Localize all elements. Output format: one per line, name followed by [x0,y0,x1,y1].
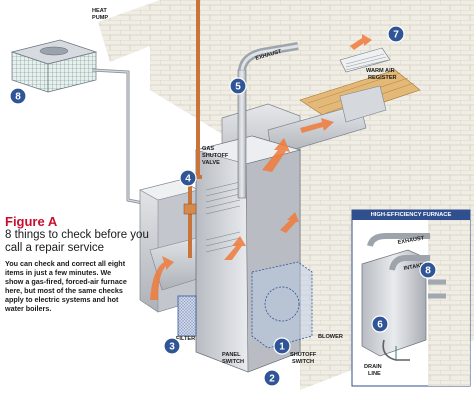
label-inset-exhaust: EXHAUST [397,235,425,246]
marker-4: 4 [179,169,197,187]
label-drain-line-2: LINE [368,371,381,377]
figure-title: Figure A [5,214,58,229]
svg-text:8: 8 [15,92,21,103]
marker-3: 3 [163,337,181,355]
filter [177,295,197,337]
label-inset-intake: INTAKE [403,262,424,271]
airflow-arrows [150,34,372,300]
heat-pump [10,39,98,93]
svg-text:4: 4 [185,174,191,185]
label-panel-switch-2: SWITCH [222,359,244,365]
label-filter: FILTER [176,336,195,342]
label-gas-shutoff-valve-2: SHUTOFF [202,153,229,159]
svg-text:3: 3 [169,342,175,353]
label-panel-switch-1: PANEL [222,352,241,358]
blower-compartment [251,261,313,349]
label-gas-shutoff-valve-3: VALVE [202,160,220,166]
label-heat-pump-2: PUMP [92,15,108,21]
marker-8-inset: 8 [419,261,437,279]
marker-1: 1 [273,337,291,355]
label-shutoff-switch-1: SHUTOFF [290,352,317,358]
numbered-markers: 1 2 3 4 5 6 7 8 8 [9,25,437,387]
marker-7: 7 [387,25,405,43]
svg-text:5: 5 [235,82,241,93]
marker-2: 2 [263,369,281,387]
figure-body: You can check and correct all eight item… [5,259,127,313]
label-blower: BLOWER [318,334,343,340]
svg-text:2: 2 [269,374,275,385]
labels: HEAT PUMP EXHAUST WARM AIR REGISTER GAS … [92,8,425,377]
inset-high-efficiency [351,209,471,387]
svg-text:8: 8 [425,266,431,277]
label-shutoff-switch-2: SWITCH [292,359,314,365]
marker-6: 6 [371,315,389,333]
warm-air-register [339,47,391,73]
exhaust-flue [237,42,299,199]
label-warm-air-register-1: WARM AIR [366,68,395,74]
label-heat-pump-1: HEAT [92,8,107,14]
svg-text:6: 6 [377,320,383,331]
label-drain-line-1: DRAIN [364,364,382,370]
svg-text:1: 1 [279,342,285,353]
label-warm-air-register-2: REGISTER [368,75,397,81]
caption: Figure A 8 things to check before you ca… [5,214,155,314]
figure-subtitle: 8 things to check before you call a repa… [5,229,149,254]
furnace-cabinet [194,135,302,373]
label-gas-shutoff-valve-1: GAS [202,146,214,152]
marker-8: 8 [9,87,27,105]
svg-text:7: 7 [393,30,399,41]
marker-5: 5 [229,77,247,95]
inset-title: HIGH-EFFICIENCY FURNACE [352,210,470,220]
